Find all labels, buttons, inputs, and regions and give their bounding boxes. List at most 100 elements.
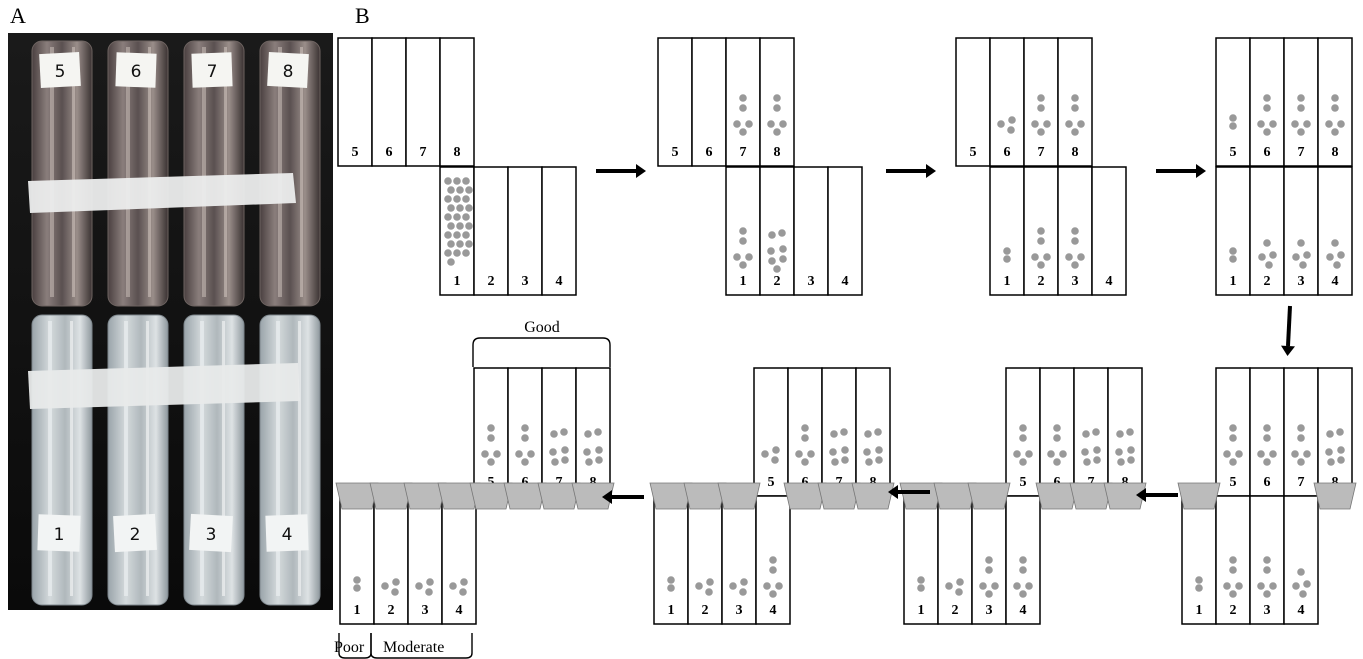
bead: [465, 222, 473, 230]
stopper-top: [469, 482, 513, 510]
tube-number: 5: [768, 475, 775, 490]
tube-bottom-3: 3: [721, 495, 757, 625]
bead: [1116, 430, 1124, 438]
bead: [1025, 450, 1033, 458]
photo-tube-bottom: [31, 314, 93, 606]
bead: [1297, 239, 1305, 247]
flow-arrow: [1281, 305, 1295, 356]
bead: [1229, 434, 1237, 442]
bead: [1257, 120, 1265, 128]
bead: [1037, 237, 1045, 245]
bead: [585, 458, 593, 466]
tube-sticker: [191, 52, 233, 88]
bead: [875, 446, 883, 454]
tube-outline: [473, 166, 509, 296]
tube-number: 8: [774, 145, 781, 160]
tube-number: 2: [952, 603, 959, 618]
tube-number: 4: [1332, 274, 1339, 289]
bead: [1299, 261, 1307, 269]
bead: [447, 258, 455, 266]
tube-outline: [821, 367, 857, 497]
tube-outline: [1215, 166, 1251, 296]
bead: [1031, 120, 1039, 128]
tube-number: 2: [1038, 274, 1045, 289]
bead: [459, 588, 467, 596]
tube-number: 1: [454, 274, 461, 289]
tube-bottom-1: 1: [903, 495, 939, 625]
bead: [1291, 450, 1299, 458]
bead: [444, 231, 452, 239]
tube-number: 3: [736, 603, 743, 618]
bead: [997, 120, 1005, 128]
bead: [1235, 582, 1243, 590]
bead: [1292, 582, 1300, 590]
stopper-bottom: [437, 482, 481, 510]
bead: [1263, 94, 1271, 102]
bead: [462, 177, 470, 185]
tape-strip: [28, 173, 296, 213]
tube-bottom-1: 1: [339, 495, 375, 625]
bead: [1258, 253, 1266, 261]
tube-top-6: 6: [371, 37, 407, 167]
bead: [1325, 448, 1333, 456]
bracket-label-moderate: Moderate: [383, 639, 445, 656]
tube-top-7: 7: [725, 37, 761, 167]
bead: [1007, 126, 1015, 134]
photo-tube-bottom: [107, 314, 169, 606]
tube-number: 8: [1332, 475, 1339, 490]
bead: [1263, 590, 1271, 598]
tube-outline: [989, 166, 1025, 296]
bead: [1077, 253, 1085, 261]
bead: [550, 430, 558, 438]
tube-number: 6: [1264, 145, 1271, 160]
bead: [739, 128, 747, 136]
bead: [1019, 434, 1027, 442]
tube-label-bottom: 1: [54, 525, 65, 545]
tube-outline: [1249, 367, 1285, 497]
tube-bottom-2: 2: [1023, 166, 1059, 296]
bead: [745, 253, 753, 261]
bead: [769, 556, 777, 564]
bead: [1263, 128, 1271, 136]
bead: [1297, 434, 1305, 442]
bead: [1127, 446, 1135, 454]
tube-number: 3: [808, 274, 815, 289]
tube-outline: [1057, 166, 1093, 296]
tube-bottom-1: 1: [653, 495, 689, 625]
bead: [841, 446, 849, 454]
tube-number: 8: [454, 145, 461, 160]
bead: [773, 265, 781, 273]
tube-number: 8: [1122, 475, 1129, 490]
bead: [775, 582, 783, 590]
tube-number: 3: [522, 274, 529, 289]
bead: [1229, 255, 1237, 263]
bead: [1127, 456, 1135, 464]
photo-tube-bottom: [259, 314, 321, 606]
bead: [830, 430, 838, 438]
bead: [1269, 582, 1277, 590]
tube-label-bottom: 2: [130, 525, 141, 545]
tube-top-6: 6: [1249, 367, 1285, 497]
bead: [456, 186, 464, 194]
stopper-top: [1313, 482, 1357, 510]
bead: [1235, 450, 1243, 458]
bead: [1071, 227, 1079, 235]
tube-number: 7: [836, 475, 843, 490]
tube-top-8: 8: [575, 367, 611, 497]
stopper-bottom: [933, 482, 977, 510]
bead: [1117, 458, 1125, 466]
bead: [840, 428, 848, 436]
bead: [1303, 120, 1311, 128]
bead: [773, 128, 781, 136]
bead: [917, 584, 925, 592]
bead: [739, 104, 747, 112]
bead: [1092, 428, 1100, 436]
bead: [1325, 120, 1333, 128]
tube-label-top: 8: [283, 62, 294, 82]
bead: [465, 240, 473, 248]
stopper-bottom: [967, 482, 1011, 510]
tube-top-7: 7: [405, 37, 441, 167]
tube-top-8: 8: [1057, 37, 1093, 167]
tube-number: 6: [802, 475, 809, 490]
